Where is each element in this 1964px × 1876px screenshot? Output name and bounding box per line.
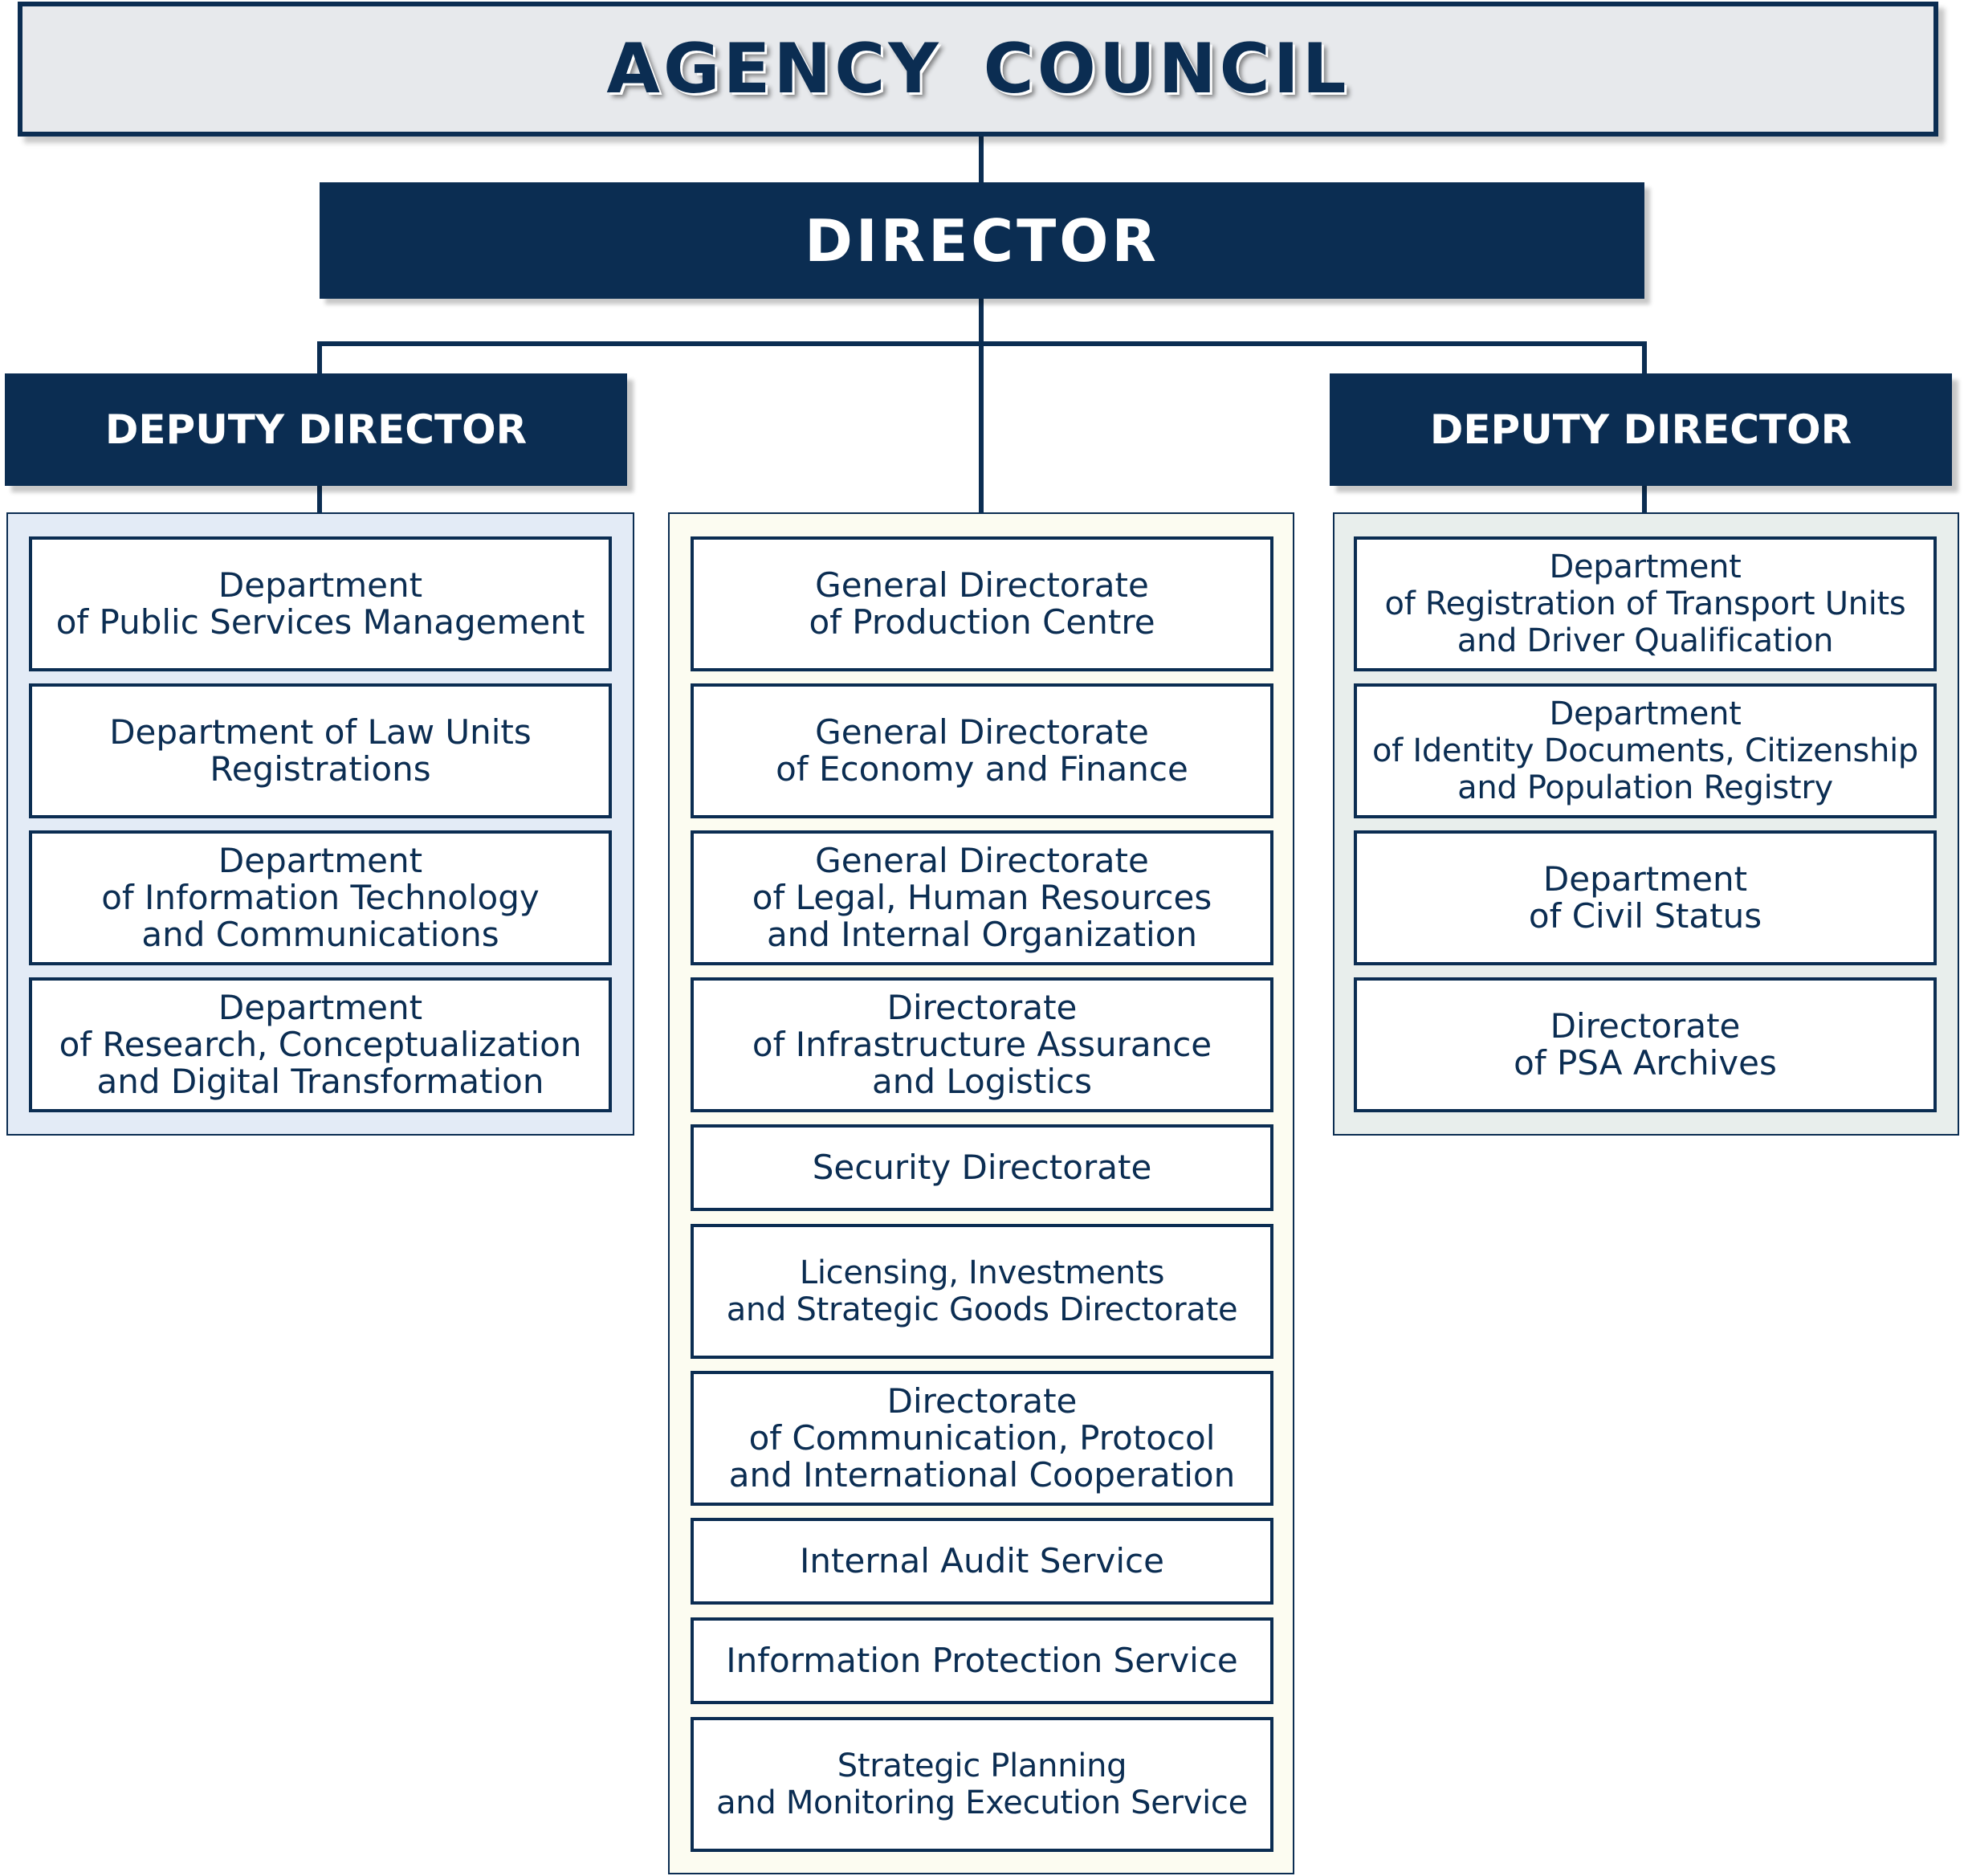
unit-label: Department of Research, Conceptualizatio…	[59, 988, 582, 1101]
deputy-director-right-title: DEPUTY DIRECTOR	[1429, 406, 1852, 453]
connector-deputy-left-panel	[317, 486, 322, 512]
director-title: DIRECTOR	[805, 206, 1159, 275]
unit-box: Department of Registration of Transport …	[1354, 536, 1937, 671]
unit-label: Department of Identity Documents, Citize…	[1371, 695, 1919, 806]
unit-label: Department of Public Services Management	[55, 565, 585, 642]
unit-box: Department of Civil Status	[1354, 830, 1937, 965]
unit-label: Security Directorate	[812, 1148, 1152, 1187]
unit-box: Directorate of Communication, Protocol a…	[691, 1371, 1273, 1506]
unit-box: General Directorate of Economy and Finan…	[691, 683, 1273, 818]
connector-left-drop	[317, 341, 322, 373]
unit-box: Department of Identity Documents, Citize…	[1354, 683, 1937, 818]
unit-box: Department of Information Technology and…	[29, 830, 612, 965]
unit-box: Security Directorate	[691, 1124, 1273, 1211]
connector-director-trunk	[979, 299, 984, 512]
unit-label: Department of Law Units Registrations	[109, 712, 532, 789]
unit-label: General Directorate of Legal, Human Reso…	[752, 841, 1212, 954]
unit-label: Department of Civil Status	[1528, 859, 1762, 936]
unit-label: Department of Registration of Transport …	[1384, 549, 1906, 659]
unit-box: Directorate of PSA Archives	[1354, 977, 1937, 1112]
unit-label: Directorate of PSA Archives	[1514, 1006, 1777, 1083]
deputy-director-left-box: DEPUTY DIRECTOR	[5, 373, 627, 486]
connector-council-director	[979, 137, 984, 182]
deputy-director-right-box: DEPUTY DIRECTOR	[1330, 373, 1952, 486]
agency-council-box: AGENCY COUNCIL	[18, 2, 1938, 137]
connector-right-drop	[1642, 341, 1647, 373]
unit-box: Directorate of Infrastructure Assurance …	[691, 977, 1273, 1112]
unit-box: Strategic Planning and Monitoring Execut…	[691, 1717, 1273, 1852]
unit-box: Department of Research, Conceptualizatio…	[29, 977, 612, 1112]
agency-council-title: AGENCY COUNCIL	[606, 29, 1350, 109]
director-box: DIRECTOR	[320, 182, 1644, 299]
unit-label: Internal Audit Service	[800, 1541, 1164, 1580]
unit-label: Information Protection Service	[726, 1641, 1238, 1680]
connector-deputy-right-panel	[1642, 486, 1647, 512]
unit-label: Strategic Planning and Monitoring Execut…	[716, 1748, 1248, 1821]
unit-box: Licensing, Investments and Strategic Goo…	[691, 1224, 1273, 1359]
unit-label: Department of Information Technology and…	[101, 841, 540, 954]
unit-box: Department of Public Services Management	[29, 536, 612, 671]
unit-label: General Directorate of Production Centre	[809, 565, 1155, 642]
unit-label: Licensing, Investments and Strategic Goo…	[726, 1254, 1238, 1328]
unit-box: General Directorate of Legal, Human Reso…	[691, 830, 1273, 965]
connector-horizontal-bar	[317, 341, 1647, 346]
deputy-director-left-title: DEPUTY DIRECTOR	[104, 406, 528, 453]
unit-label: General Directorate of Economy and Finan…	[776, 712, 1188, 789]
unit-label: Directorate of Infrastructure Assurance …	[752, 988, 1212, 1101]
unit-box: Internal Audit Service	[691, 1518, 1273, 1605]
unit-box: Information Protection Service	[691, 1617, 1273, 1704]
unit-box: Department of Law Units Registrations	[29, 683, 612, 818]
unit-label: Directorate of Communication, Protocol a…	[728, 1381, 1236, 1495]
unit-box: General Directorate of Production Centre	[691, 536, 1273, 671]
